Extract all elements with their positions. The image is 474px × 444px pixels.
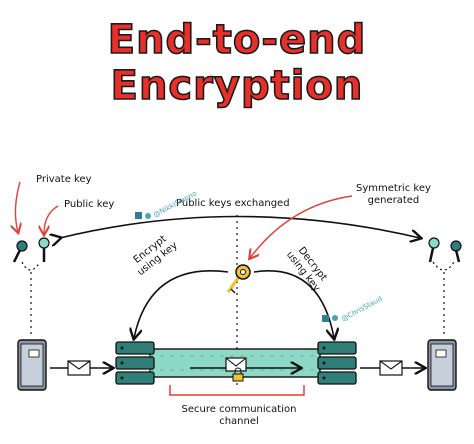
private-key-pointer-arrow (15, 181, 20, 232)
title-line-1: End-to-end (107, 17, 367, 63)
decrypt-arrow (253, 270, 334, 338)
right-server-icon (317, 341, 357, 385)
public-keys-exchanged-label: Public keys exchanged (176, 198, 290, 209)
symmetric-key-label: Symmetric key generated (356, 183, 431, 206)
left-phone-icon (17, 339, 47, 391)
left-envelope-icon (67, 360, 91, 376)
left-server-icon (115, 341, 155, 385)
secure-channel-bracket (169, 385, 305, 396)
symmetric-key-icon (226, 264, 251, 294)
private-key-label: Private key (36, 174, 92, 185)
twitter-icon-1 (145, 213, 151, 219)
right-envelope-icon (379, 360, 403, 376)
secure-channel-label-line1: Secure communication (181, 404, 297, 415)
symmetric-key-pointer-arrow (250, 195, 353, 258)
symmetric-key-label-line1: Symmetric key (356, 183, 431, 194)
title-line-2: Encryption (110, 63, 364, 109)
right-key-pair-icon (428, 237, 462, 271)
left-key-pair-icon (12, 237, 50, 271)
channel-lock-icon (232, 367, 244, 382)
public-keys-exchanged-arrow (60, 215, 420, 239)
secure-channel-label: Secure communication channel (174, 404, 304, 427)
secure-channel-label-line2: channel (219, 415, 259, 427)
channel-envelope-icon (225, 357, 247, 372)
twitter-icon-2 (332, 315, 338, 321)
public-key-label: Public key (64, 199, 115, 210)
symmetric-key-label-line2: generated (367, 194, 420, 206)
encrypt-arrow (134, 270, 229, 338)
right-phone-icon (427, 339, 457, 391)
public-key-pointer-arrow (44, 205, 59, 234)
linkedin-icon-2 (322, 315, 329, 322)
linkedin-icon-1 (135, 212, 142, 219)
